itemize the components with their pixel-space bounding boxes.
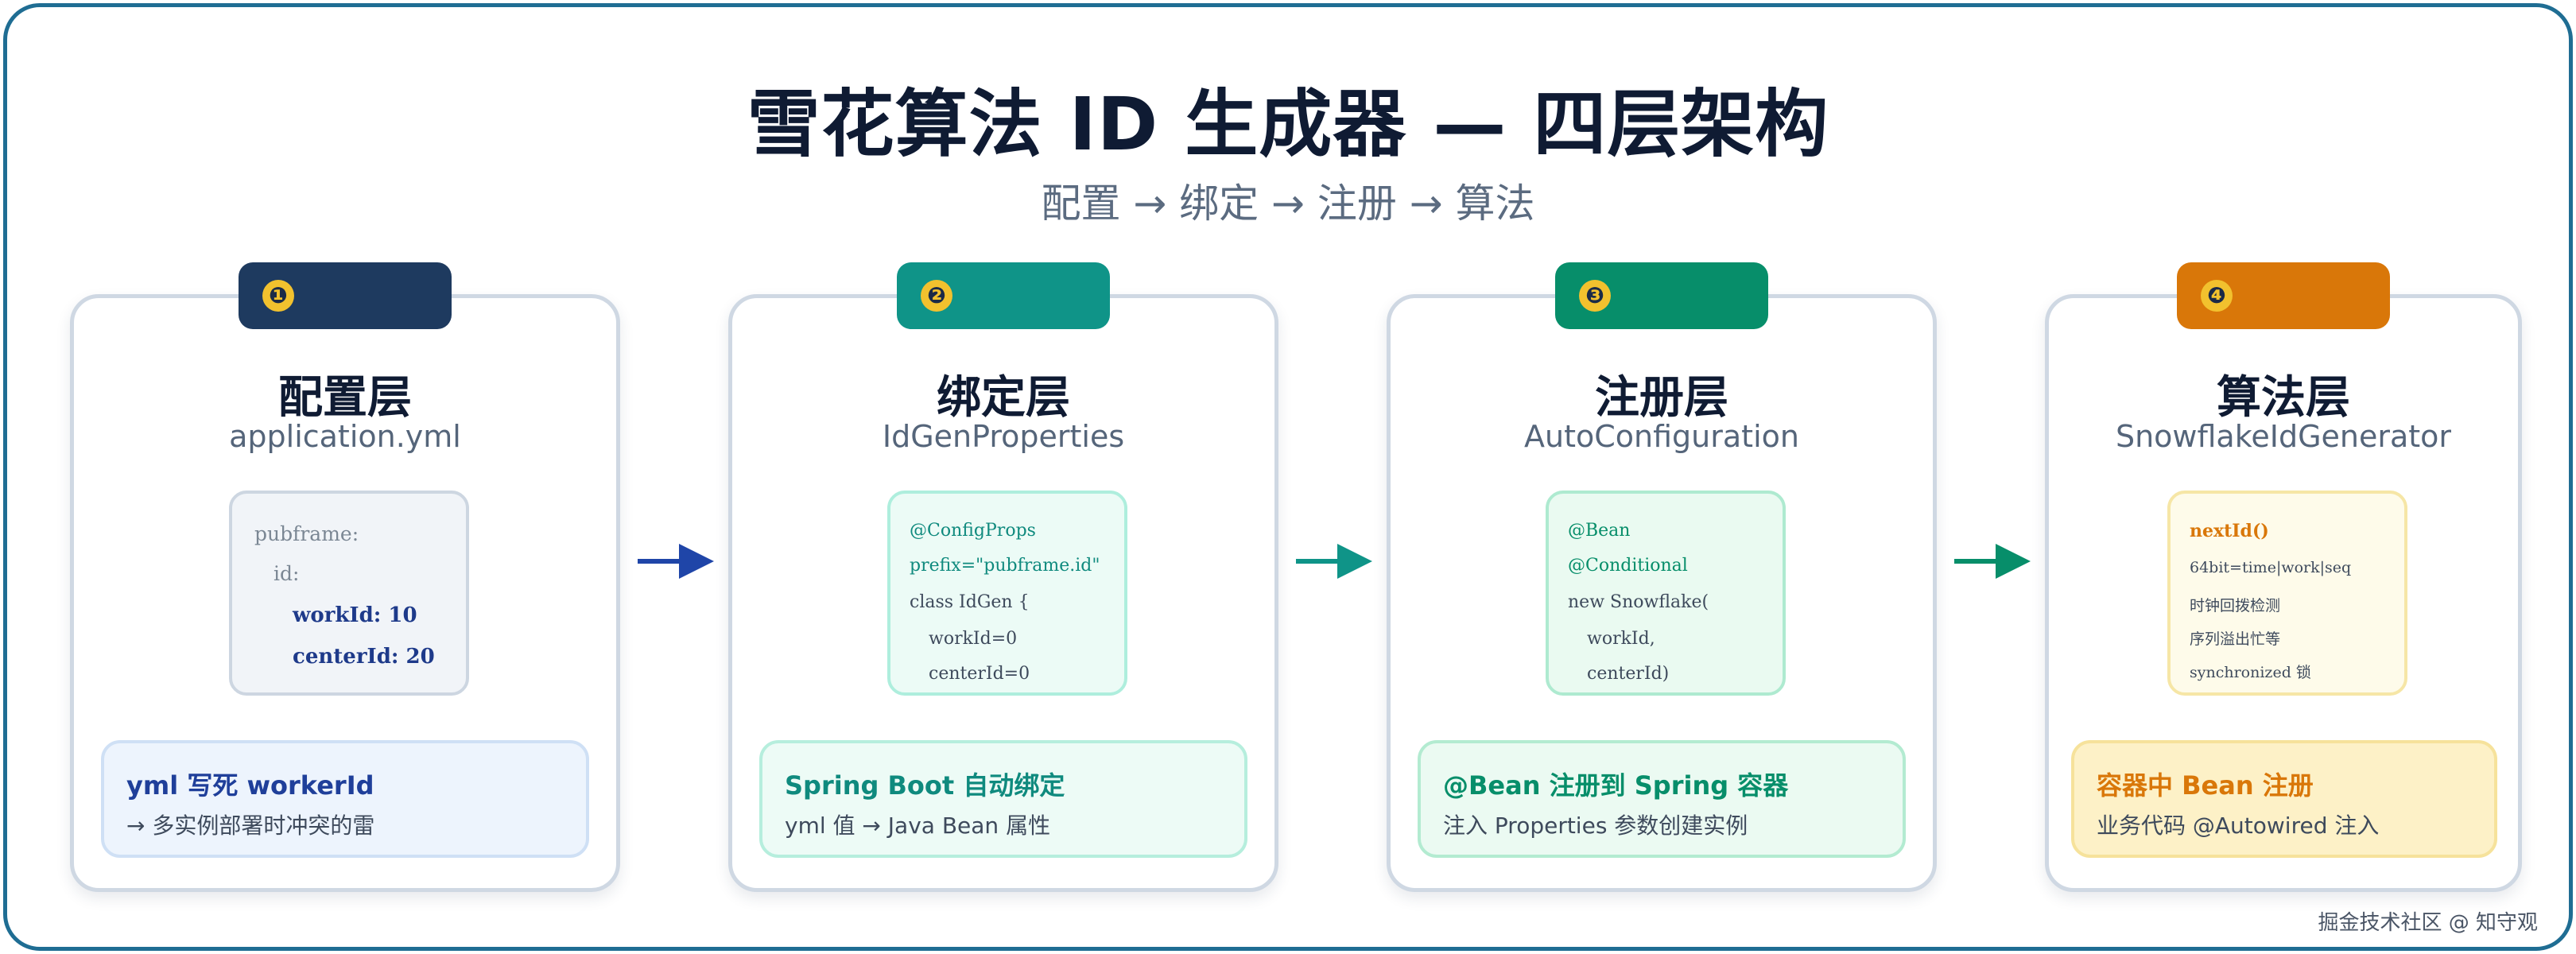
- arrow-head: [1337, 544, 1372, 579]
- layer-title: 绑定层: [937, 372, 1070, 424]
- code-line: 时钟回拨检测: [2190, 597, 2281, 615]
- code-line: @ConfigProps: [910, 521, 1036, 541]
- note-box: yml 写死 workerId → 多实例部署时冲突的雷: [101, 740, 589, 858]
- code-box: pubframe: id: workId: 10 centerId: 20: [229, 491, 469, 696]
- step-number-badge: ❶: [262, 280, 294, 312]
- note-body: 注入 Properties 参数创建实例: [1443, 812, 1748, 839]
- layer-card-registration: 注册层 AutoConfiguration @Bean @Conditional…: [1387, 294, 1937, 892]
- layer-subtitle: application.yml: [229, 419, 461, 454]
- layer-tab-1: ❶: [239, 262, 452, 329]
- code-line: prefix="pubframe.id": [910, 556, 1100, 576]
- note-title: @Bean 注册到 Spring 容器: [1443, 770, 1789, 801]
- layer-card-algorithm: 算法层 SnowflakeIdGenerator nextId() 64bit=…: [2045, 294, 2522, 892]
- step-number-badge: ❷: [921, 280, 952, 312]
- code-box: nextId() 64bit=time|work|seq 时钟回拨检测 序列溢出…: [2167, 491, 2407, 696]
- code-box: @ConfigProps prefix="pubframe.id" class …: [887, 491, 1127, 696]
- layer-subtitle: IdGenProperties: [882, 419, 1125, 454]
- layer-title: 配置层: [278, 372, 412, 424]
- layer-tab-4: ❹: [2177, 262, 2390, 329]
- note-box: 容器中 Bean 注册 业务代码 @Autowired 注入: [2071, 740, 2497, 858]
- code-line: centerId: 20: [293, 645, 435, 669]
- note-title: Spring Boot 自动绑定: [785, 770, 1065, 801]
- code-line: id:: [274, 562, 300, 585]
- code-line: 序列溢出忙等: [2190, 630, 2281, 648]
- layer-subtitle: SnowflakeIdGenerator: [2115, 419, 2452, 454]
- code-line: nextId(): [2190, 521, 2269, 541]
- layer-subtitle: AutoConfiguration: [1524, 419, 1799, 454]
- step-number-badge: ❸: [1579, 280, 1611, 312]
- code-line: workId=0: [929, 629, 1018, 649]
- code-line: workId,: [1587, 629, 1655, 649]
- flow-arrow-3: [1954, 544, 2031, 579]
- diagram-title: 雪花算法 ID 生成器 — 四层架构: [747, 82, 1829, 167]
- layer-tab-2: ❷: [897, 262, 1110, 329]
- note-box: Spring Boot 自动绑定 yml 值 → Java Bean 属性: [759, 740, 1247, 858]
- code-line: pubframe:: [254, 522, 359, 545]
- arrow-head: [1996, 544, 2031, 579]
- code-line: class IdGen {: [910, 592, 1030, 612]
- layer-title: 算法层: [2217, 372, 2350, 424]
- code-line: @Conditional: [1568, 556, 1688, 576]
- code-line: new Snowflake(: [1568, 592, 1709, 612]
- code-line: workId: 10: [293, 603, 417, 627]
- flow-arrow-2: [1296, 544, 1372, 579]
- code-line: synchronized 锁: [2190, 664, 2311, 681]
- code-box: @Bean @Conditional new Snowflake( workId…: [1546, 491, 1786, 696]
- note-body: yml 值 → Java Bean 属性: [785, 812, 1051, 839]
- code-line: centerId): [1587, 664, 1670, 684]
- layer-tab-3: ❸: [1555, 262, 1768, 329]
- note-title: yml 写死 workerId: [126, 770, 374, 801]
- diagram-subtitle: 配置 → 绑定 → 注册 → 算法: [1041, 180, 1535, 227]
- code-line: @Bean: [1568, 521, 1631, 541]
- watermark: 掘金技术社区 @ 知守观: [2318, 911, 2538, 935]
- flow-arrow-1: [638, 544, 714, 579]
- note-title: 容器中 Bean 注册: [2097, 770, 2314, 801]
- layer-card-binding: 绑定层 IdGenProperties @ConfigProps prefix=…: [728, 294, 1278, 892]
- code-line: 64bit=time|work|seq: [2190, 559, 2352, 576]
- note-box: @Bean 注册到 Spring 容器 注入 Properties 参数创建实例: [1418, 740, 1906, 858]
- arrow-head: [679, 544, 714, 579]
- code-line: centerId=0: [929, 664, 1030, 684]
- step-number-badge: ❹: [2201, 280, 2233, 312]
- note-body: → 多实例部署时冲突的雷: [126, 812, 375, 839]
- note-body: 业务代码 @Autowired 注入: [2097, 812, 2380, 839]
- layer-title: 注册层: [1595, 372, 1728, 424]
- layer-card-config: 配置层 application.yml pubframe: id: workId…: [70, 294, 620, 892]
